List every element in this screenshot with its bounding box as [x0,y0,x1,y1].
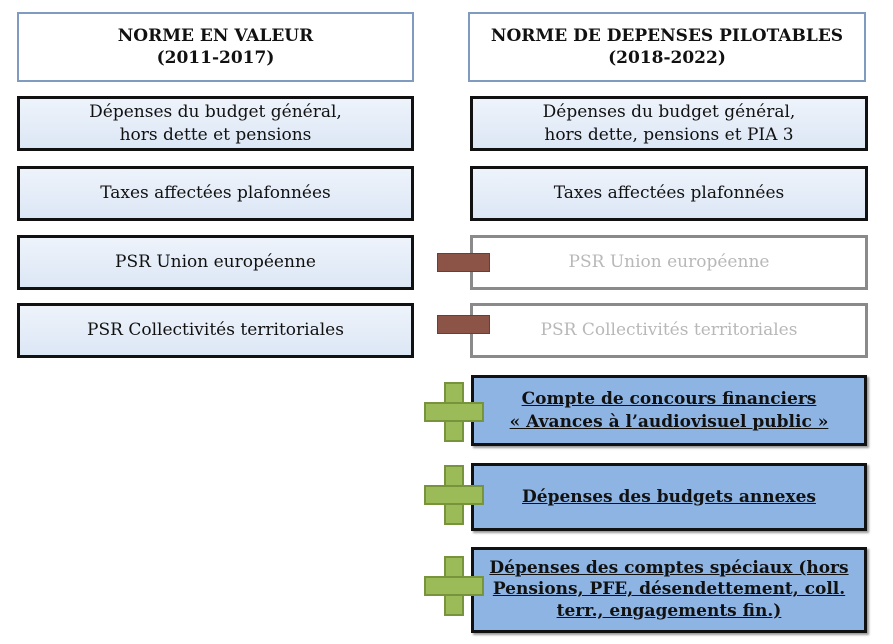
row-text: PSR Union européenne [115,252,316,273]
row-text: Dépenses du budget général, [89,102,342,123]
left-row-psr-ue: PSR Union européenne [17,235,414,290]
row-text: Pensions, PFE, désendettement, coll. [492,579,846,600]
right-header-period: (2018-2022) [608,48,726,68]
right-header-title: NORME DE DEPENSES PILOTABLES [490,25,844,46]
left-header-period: (2011-2017) [156,48,275,68]
row-text: Dépenses des comptes spéciaux (hors [489,558,849,579]
right-header: NORME DE DEPENSES PILOTABLES(2018-2022) [468,12,866,82]
added-budgets-annexes: Dépenses des budgets annexes [471,463,867,531]
left-header-title: NORME EN VALEUR [117,25,314,46]
row-text: hors dette et pensions [119,124,312,145]
left-row-budget-general: Dépenses du budget général,hors dette et… [17,96,414,151]
row-text: Taxes affectées plafonnées [100,183,331,204]
plus-icon [424,556,484,616]
row-text: Dépenses des budgets annexes [522,486,816,507]
row-text: hors dette, pensions et PIA 3 [544,124,794,145]
row-text: « Avances à l’audiovisuel public » [509,411,829,432]
row-text: PSR Collectivités territoriales [540,320,798,341]
right-row-psr-ue-removed: PSR Union européenne [470,235,868,290]
row-text: PSR Union européenne [568,252,770,273]
plus-icon [424,465,484,525]
left-row-taxes: Taxes affectées plafonnées [17,166,414,221]
row-text: Compte de concours financiers [521,389,817,410]
left-header: NORME EN VALEUR(2011-2017) [17,12,414,82]
right-row-psr-ct-removed: PSR Collectivités territoriales [470,303,868,358]
minus-icon [437,253,490,272]
right-row-budget-general: Dépenses du budget général,hors dette, p… [470,96,868,151]
left-row-psr-ct: PSR Collectivités territoriales [17,303,414,358]
right-row-taxes: Taxes affectées plafonnées [470,166,868,221]
minus-icon [437,315,490,334]
row-text: PSR Collectivités territoriales [87,320,344,341]
row-text: terr., engagements fin.) [556,600,782,621]
added-ccf-audiovisuel: Compte de concours financiers« Avances à… [471,375,867,446]
plus-icon [424,382,484,442]
row-text: Taxes affectées plafonnées [553,183,785,204]
row-text: Dépenses du budget général, [542,102,796,123]
